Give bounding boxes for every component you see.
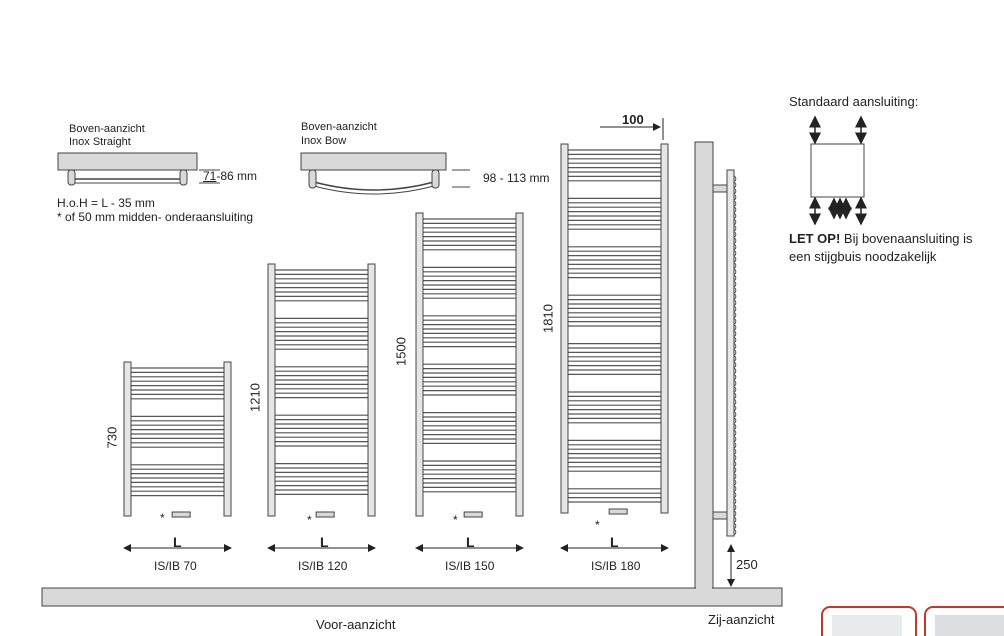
straight-depth-dimension: 71-86 mm	[203, 170, 257, 182]
connection-diagram	[809, 115, 867, 226]
model-label-180: IS/IB 180	[591, 559, 641, 573]
photo-thumbnails	[821, 606, 1004, 636]
model-label-120: IS/IB 120	[298, 559, 348, 573]
model-label-70: IS/IB 70	[154, 559, 197, 573]
connection-warning-line2: een stijgbuis noodzakelijk	[789, 249, 937, 264]
star-180: *	[595, 518, 600, 532]
radiator-150	[415, 212, 524, 552]
top-view-straight-drawing	[57, 152, 220, 186]
top-view-straight-subtitle: Inox Straight	[69, 136, 131, 148]
hoh-note: H.o.H = L - 35 mm	[57, 196, 155, 210]
radiators-group	[123, 143, 669, 552]
width-label-180: L	[610, 534, 619, 550]
straight-depth-max: -86 mm	[216, 169, 258, 183]
height-label-70: 730	[104, 426, 120, 449]
bow-depth-dimension: 98 - 113 mm	[483, 171, 550, 185]
height-label-150: 1500	[393, 337, 409, 366]
connection-footnote: * of 50 mm midden- onderaansluiting	[57, 210, 254, 224]
width-label-70: L	[173, 534, 182, 550]
model-label-150: IS/IB 150	[445, 559, 495, 573]
height-label-180: 1810	[540, 304, 556, 333]
depth-dimension-label: 100	[622, 112, 644, 127]
height-label-120: 1210	[247, 383, 263, 412]
radiator-180	[560, 143, 669, 552]
side-view-label: Zij-aanzicht	[708, 612, 775, 627]
width-label-150: L	[466, 534, 475, 550]
side-view-drawing	[712, 169, 737, 537]
radiator-70	[123, 361, 232, 552]
front-view-label: Voor-aanzicht	[316, 617, 396, 632]
star-150: *	[453, 513, 458, 527]
star-120: *	[307, 513, 312, 527]
straight-depth-min: 71	[203, 169, 217, 183]
top-view-bow-title: Boven-aanzicht	[301, 121, 377, 133]
top-view-bow-subtitle: Inox Bow	[301, 135, 347, 147]
star-70: *	[160, 511, 165, 525]
connection-title: Standaard aansluiting:	[789, 94, 919, 109]
width-label-120: L	[320, 534, 329, 550]
connection-warning: LET OP! Bij bovenaansluiting is	[789, 232, 973, 245]
floor-distance-label: 250	[736, 557, 758, 572]
top-view-bow-drawing	[300, 152, 470, 195]
floor-wall	[41, 141, 783, 607]
radiator-120	[267, 263, 376, 552]
top-view-straight-title: Boven-aanzicht	[69, 123, 145, 135]
depth-dimension	[600, 118, 664, 140]
warning-rest: Bij bovenaansluiting is	[840, 231, 973, 246]
warning-bold: LET OP!	[789, 231, 841, 246]
